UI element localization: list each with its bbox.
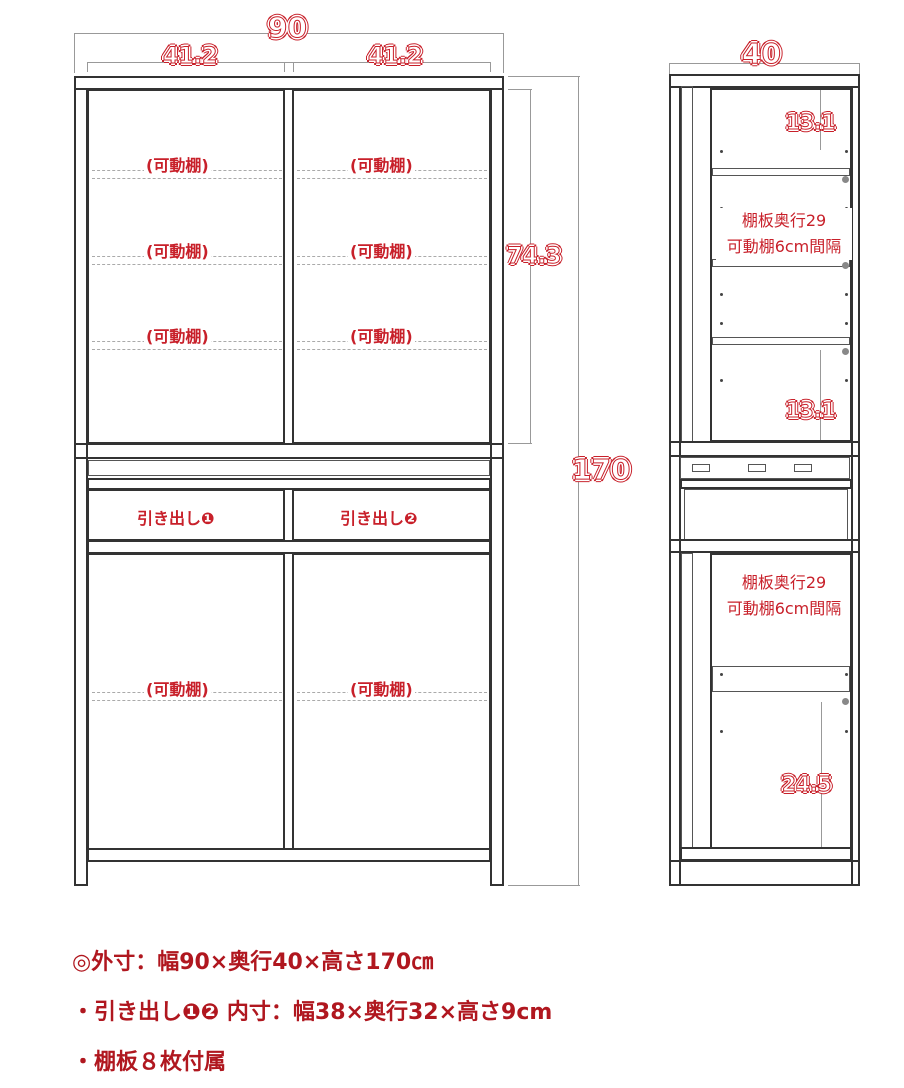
width-dimension-line	[74, 33, 504, 34]
shelf-line	[92, 349, 282, 350]
outer-dimensions-note: ◎外寸：幅90×奥行40×高さ170㎝	[72, 950, 434, 975]
gap-dimension-line	[820, 350, 821, 440]
side-back-panel	[851, 86, 860, 886]
shelf-label: (可動棚)	[144, 238, 211, 262]
door-hinge-strip	[681, 553, 693, 849]
shelf-count-note: ・棚板８枚付属	[72, 1050, 227, 1075]
shelf-label: (可動棚)	[348, 676, 415, 700]
lower-note-line2: 可動棚6cm間隔	[726, 599, 842, 618]
upper-shelf-note: 棚板奥行29 可動棚6cm間隔	[716, 208, 852, 260]
dim-tick	[508, 885, 580, 886]
dim-tick	[490, 62, 491, 72]
slide-rail	[680, 457, 850, 479]
dim-tick	[293, 62, 294, 72]
dim-tick	[669, 63, 670, 75]
shelf-pin	[842, 176, 849, 183]
upper-height-dimension-line	[530, 89, 531, 443]
left-door-width-label: 41.2	[162, 44, 218, 69]
shelf-line	[297, 264, 487, 265]
dim-tick	[87, 62, 88, 72]
upper-top-gap-label: 13.1	[785, 110, 836, 134]
dim-tick	[508, 76, 580, 77]
dim-tick	[859, 63, 860, 75]
shelf-label: (可動棚)	[348, 152, 415, 176]
upper-note-line1: 棚板奥行29	[741, 211, 827, 230]
lower-left-compartment	[87, 553, 285, 850]
rail-slot	[748, 464, 766, 472]
total-height-label: 170	[571, 453, 631, 486]
drawer-top-rail	[87, 478, 491, 490]
side-middle-panel	[669, 441, 860, 457]
side-shelf	[712, 259, 850, 267]
shelf-pin	[842, 348, 849, 355]
lower-bottom-gap-label: 24.5	[781, 772, 832, 796]
shelf-pin	[842, 262, 849, 269]
shelf-line	[297, 178, 487, 179]
shelf-label: (可動棚)	[144, 676, 211, 700]
shelf-label: (可動棚)	[348, 323, 415, 347]
lower-note-line1: 棚板奥行29	[741, 573, 827, 592]
upper-left-compartment	[87, 89, 285, 444]
upper-right-compartment	[292, 89, 491, 444]
side-top-panel	[669, 74, 860, 88]
drawer-2-label: 引き出し❷	[340, 509, 418, 528]
upper-height-label: 74.3	[506, 244, 562, 269]
left-side-panel	[74, 88, 88, 886]
total-height-dimension-line	[578, 76, 579, 886]
door-hinge-strip	[681, 86, 693, 442]
right-door-width-label: 41.2	[367, 44, 423, 69]
spec-notes: ◎外寸：幅90×奥行40×高さ170㎝ ・引き出し❶❷ 内寸：幅38×奥行32×…	[72, 938, 552, 1088]
dim-tick	[508, 89, 532, 90]
drawer-1-label: 引き出し❶	[137, 509, 215, 528]
side-bottom-panel	[680, 847, 852, 861]
side-base	[669, 860, 860, 886]
lower-shelf-note: 棚板奥行29 可動棚6cm間隔	[716, 570, 852, 622]
side-drawer-box[interactable]	[684, 489, 848, 541]
drawer-inner-dimensions-note: ・引き出し❶❷ 内寸：幅38×奥行32×高さ9cm	[72, 1000, 553, 1025]
side-shelf	[712, 666, 850, 692]
side-drawer-front	[680, 479, 852, 489]
rail-slot	[794, 464, 812, 472]
upper-note-line2: 可動棚6cm間隔	[726, 237, 842, 256]
shelf-label: (可動棚)	[348, 238, 415, 262]
dim-tick	[503, 33, 504, 73]
depth-label: 40	[742, 37, 782, 70]
side-shelf	[712, 337, 850, 345]
shelf-line	[92, 264, 282, 265]
overall-width-label: 90	[268, 11, 308, 44]
rail-slot	[692, 464, 710, 472]
side-shelf	[712, 168, 850, 176]
slide-tray	[88, 460, 490, 476]
shelf-line	[92, 178, 282, 179]
middle-divider-panel	[74, 443, 504, 459]
gap-dimension-line	[820, 90, 821, 150]
side-lower-top-panel	[669, 539, 860, 553]
shelf-label: (可動棚)	[144, 152, 211, 176]
shelf-label: (可動棚)	[144, 323, 211, 347]
right-side-panel	[490, 88, 504, 886]
depth-dimension-line	[669, 63, 860, 64]
upper-bottom-gap-label: 13.1	[785, 398, 836, 422]
dim-tick	[284, 62, 285, 72]
dim-tick	[508, 443, 532, 444]
bottom-panel	[87, 848, 491, 862]
lower-right-compartment	[292, 553, 491, 850]
gap-dimension-line	[821, 702, 822, 848]
shelf-line	[297, 700, 487, 701]
shelf-line	[92, 700, 282, 701]
top-panel	[74, 76, 504, 90]
drawer-bottom-rail	[87, 540, 491, 554]
shelf-pin	[842, 698, 849, 705]
door-width-dimension-line	[87, 62, 490, 63]
shelf-line	[297, 349, 487, 350]
dim-tick	[74, 33, 75, 73]
